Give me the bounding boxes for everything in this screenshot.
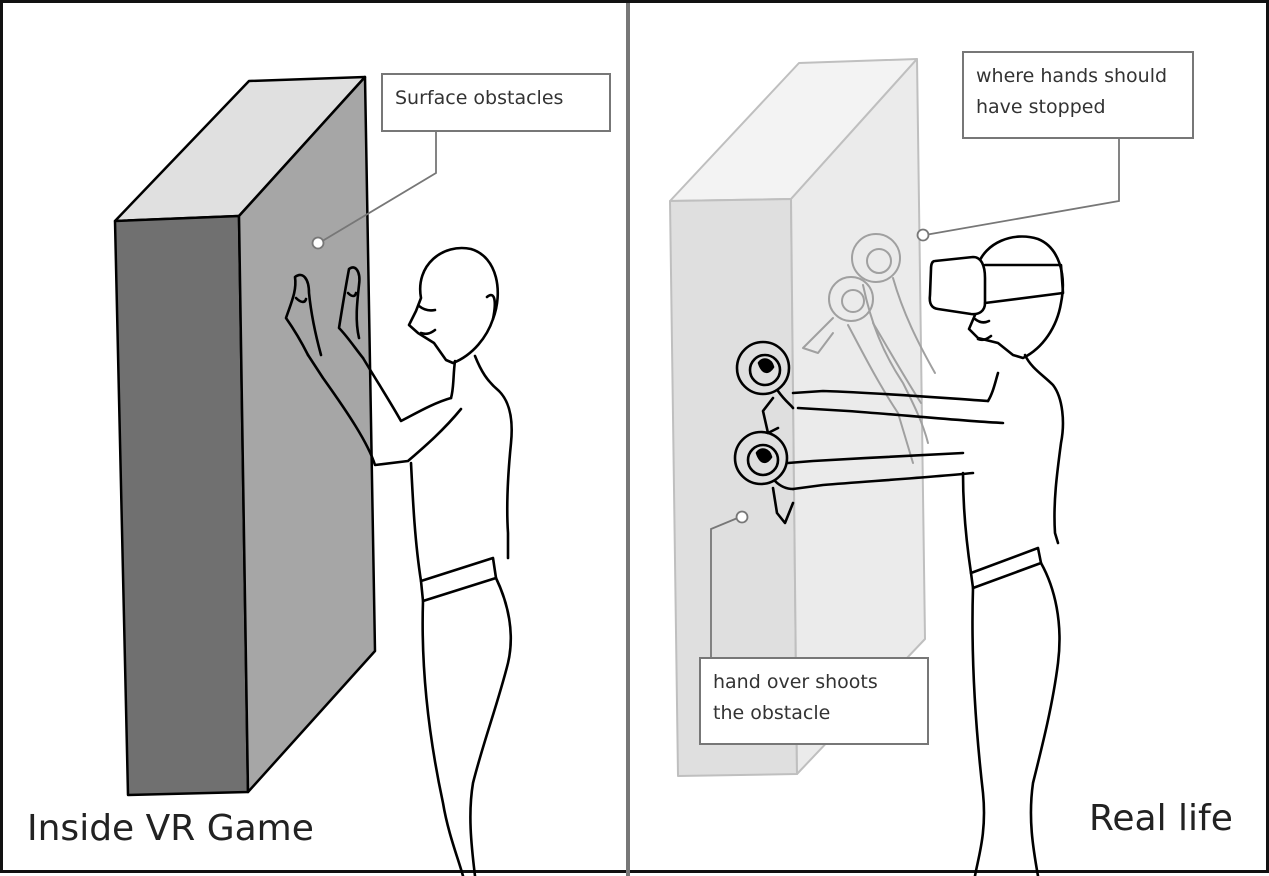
real-person-leg <box>971 586 986 876</box>
vr-obstacle-block <box>113 75 377 797</box>
real-person-belt <box>969 546 1043 590</box>
vr-controller-lower-icon <box>733 430 795 525</box>
callout-hands-line-1: where hands should <box>976 65 1168 87</box>
ghost-obstacle-front-face <box>790 58 926 775</box>
vr-headset-strap <box>983 263 1065 305</box>
real-person-figure <box>733 235 1065 876</box>
vr-person-belt <box>419 556 498 603</box>
callout-hands-line-2: have stopped <box>976 96 1106 118</box>
vr-hand-left <box>284 273 323 357</box>
vr-obstacle-side-face <box>113 214 250 797</box>
vr-person-torso <box>409 461 423 583</box>
illustration <box>113 3 1120 876</box>
callout-surface-obstacles: Surface obstacles <box>381 73 611 132</box>
real-person-arm-upper <box>791 389 990 403</box>
callout-hand-overshoots: hand over shoots the obstacle <box>699 657 929 745</box>
callout-surface-obstacles-text: Surface obstacles <box>395 87 564 109</box>
vr-person-figure <box>284 246 513 876</box>
vr-person-arm <box>361 356 453 423</box>
vr-obstacle-front-face <box>237 75 377 794</box>
callout-overshoot-line-1: hand over shoots <box>713 671 878 693</box>
vr-hand-right <box>337 266 365 360</box>
vr-person-leg <box>421 599 465 876</box>
ghost-hands <box>802 233 936 464</box>
panel-label-inside-vr: Inside VR Game <box>27 808 314 849</box>
real-person-arm-lower <box>786 451 965 465</box>
vr-person-head <box>407 246 500 365</box>
vr-controller-upper-icon <box>735 340 795 435</box>
panel-label-real-life: Real life <box>1089 798 1233 839</box>
callout-overshoot-line-2: the obstacle <box>713 702 831 724</box>
real-callout-leaders <box>710 139 1120 663</box>
vr-headset-icon <box>928 255 987 316</box>
callout-hands-should-have-stopped: where hands should have stopped <box>962 51 1194 139</box>
vr-callout-leader <box>311 131 437 250</box>
